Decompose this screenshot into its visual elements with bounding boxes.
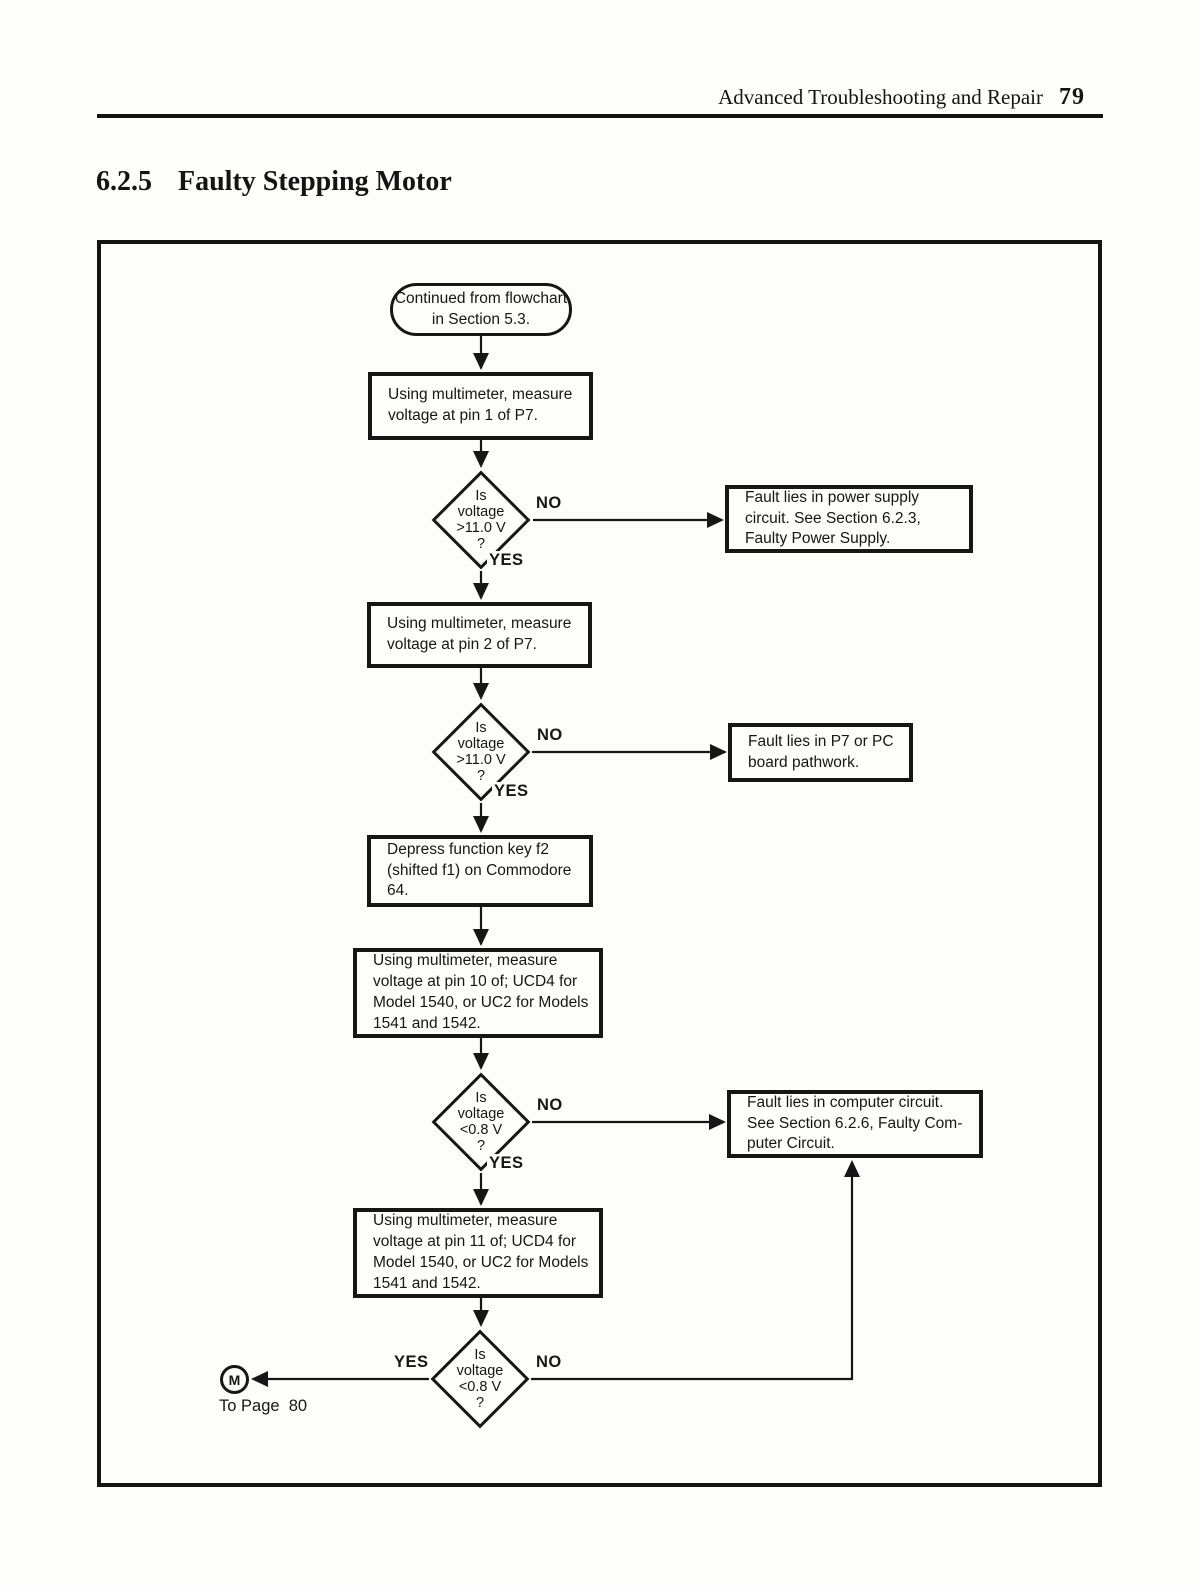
fault-power-supply-box: Fault lies in power supply circuit. See … [725, 485, 973, 553]
process-text: Using multimeter, measure voltage at pin… [373, 952, 589, 1032]
decision-voltage-lt08-2: Is voltage <0.8 V ? [430, 1329, 530, 1429]
offpage-connector-letter: M [228, 1371, 241, 1388]
flowchart-frame [97, 240, 1102, 1487]
decision-voltage-gt11-2: Is voltage >11.0 V ? [431, 702, 531, 802]
decision-voltage-gt11-1: Is voltage >11.0 V ? [431, 470, 531, 570]
yes-label: YES [492, 782, 531, 801]
fault-p7-pathwork-box: Fault lies in P7 or PC board pathwork. [728, 723, 913, 782]
process-text: Using multimeter, measure voltage at pin… [388, 386, 573, 424]
section-number: 6.2.5 [96, 166, 152, 197]
fault-computer-circuit-box: Fault lies in computer circuit. See Sect… [727, 1090, 983, 1158]
no-label: NO [534, 494, 564, 513]
process-text: Using multimeter, measure voltage at pin… [387, 615, 572, 653]
decision-text: Is voltage >11.0 V ? [456, 487, 506, 553]
fault-text: Fault lies in computer circuit. See Sect… [747, 1093, 963, 1153]
offpage-connector-m: M [220, 1365, 249, 1394]
start-terminal: Continued from flowchart in Section 5.3. [390, 283, 572, 336]
process-depress-f2: Depress function key f2 (shifted f1) on … [367, 835, 593, 907]
no-label: NO [535, 1096, 565, 1115]
process-measure-pin1-p7: Using multimeter, measure voltage at pin… [368, 372, 593, 440]
process-text: Using multimeter, measure voltage at pin… [373, 1212, 589, 1292]
decision-text: Is voltage >11.0 V ? [456, 719, 506, 785]
section-title: Faulty Stepping Motor [178, 166, 452, 197]
decision-text: Is voltage <0.8 V ? [456, 1346, 504, 1412]
yes-label: YES [487, 551, 526, 570]
running-header: Advanced Troubleshooting and Repair 79 [97, 84, 1085, 111]
fault-text: Fault lies in power supply circuit. See … [745, 488, 921, 548]
process-text: Depress function key f2 (shifted f1) on … [387, 840, 572, 900]
offpage-caption: To Page 80 [219, 1397, 308, 1415]
yes-label: YES [392, 1353, 431, 1372]
decision-text: Is voltage <0.8 V ? [457, 1089, 505, 1155]
decision-voltage-lt08-1: Is voltage <0.8 V ? [431, 1072, 531, 1172]
process-measure-pin10: Using multimeter, measure voltage at pin… [353, 948, 603, 1038]
page-number: 79 [1059, 84, 1085, 110]
header-rule [97, 114, 1103, 118]
no-label: NO [535, 726, 565, 745]
fault-text: Fault lies in P7 or PC board pathwork. [748, 732, 894, 771]
header-title: Advanced Troubleshooting and Repair [718, 85, 1043, 109]
process-measure-pin2-p7: Using multimeter, measure voltage at pin… [367, 602, 592, 668]
process-measure-pin11: Using multimeter, measure voltage at pin… [353, 1208, 603, 1298]
section-heading: 6.2.5 Faulty Stepping Motor [96, 166, 452, 198]
yes-label: YES [487, 1154, 526, 1173]
no-label: NO [534, 1353, 564, 1372]
start-terminal-text: Continued from flowchart in Section 5.3. [394, 289, 568, 328]
